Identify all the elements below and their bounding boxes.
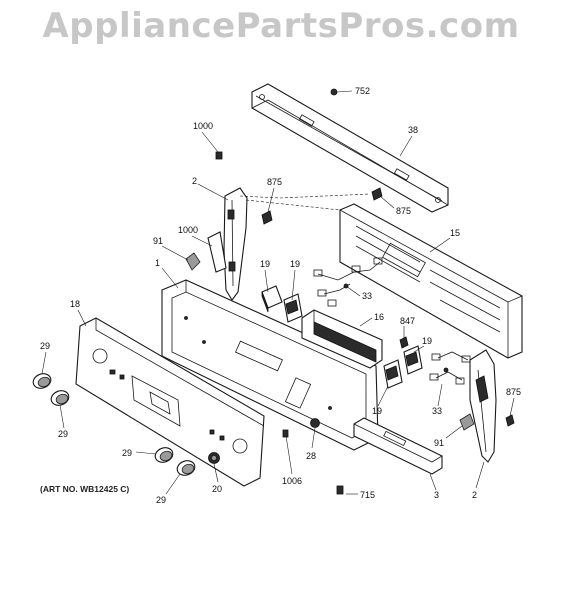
callout-1000-top: 1000 bbox=[193, 121, 213, 131]
part-2-right-endcap[interactable] bbox=[469, 349, 497, 463]
screw-875-a[interactable] bbox=[261, 210, 273, 225]
callout-18: 18 bbox=[70, 299, 80, 309]
part-16-display-board[interactable] bbox=[301, 309, 383, 369]
callout-875-a: 875 bbox=[267, 177, 282, 187]
callout-875-c: 875 bbox=[506, 387, 521, 397]
callout-19-a: 19 bbox=[260, 259, 270, 269]
harness-33-upper[interactable] bbox=[313, 257, 383, 307]
part-2-left-endcap[interactable] bbox=[223, 187, 248, 301]
callout-33-lower: 33 bbox=[432, 406, 442, 416]
leader-lines bbox=[41, 131, 515, 495]
callout-15: 15 bbox=[450, 228, 460, 238]
part-18-front-panel[interactable] bbox=[75, 317, 265, 487]
screw-752[interactable] bbox=[330, 88, 353, 96]
callout-715: 715 bbox=[360, 490, 375, 500]
callout-33-upper: 33 bbox=[362, 291, 372, 301]
part-38-top-trim[interactable] bbox=[251, 83, 449, 213]
relay-19-b[interactable] bbox=[283, 293, 303, 323]
callout-3: 3 bbox=[434, 490, 439, 500]
callout-91-right: 91 bbox=[434, 438, 444, 448]
callout-2-left: 2 bbox=[192, 176, 197, 186]
callout-875-b: 875 bbox=[396, 206, 411, 216]
callout-labels: 752 38 1000 2 875 875 15 1000 91 1 19 19… bbox=[40, 86, 521, 505]
callout-28: 28 bbox=[306, 451, 316, 461]
callout-1006: 1006 bbox=[282, 476, 302, 486]
knob-20-small[interactable] bbox=[208, 452, 220, 464]
art-number: (ART NO. WB12425 C) bbox=[40, 484, 130, 494]
callout-19-d: 19 bbox=[372, 406, 382, 416]
relay-19-c[interactable] bbox=[403, 345, 423, 375]
screw-1000-top[interactable] bbox=[215, 151, 223, 160]
callout-29-d: 29 bbox=[156, 495, 166, 505]
clip-91-left[interactable] bbox=[185, 252, 201, 271]
callout-19-b: 19 bbox=[290, 259, 300, 269]
callout-29-b: 29 bbox=[58, 429, 68, 439]
callout-19-c: 19 bbox=[422, 336, 432, 346]
callout-1000-mid: 1000 bbox=[178, 225, 198, 235]
screw-1006[interactable] bbox=[282, 429, 289, 438]
callout-29-c: 29 bbox=[122, 448, 132, 458]
harness-33-lower[interactable] bbox=[429, 351, 471, 385]
callout-20: 20 bbox=[212, 484, 222, 494]
relay-19-d[interactable] bbox=[383, 359, 403, 389]
callout-847: 847 bbox=[400, 316, 415, 326]
knob-28[interactable] bbox=[310, 418, 320, 428]
screw-875-c[interactable] bbox=[505, 414, 515, 427]
callout-2-right: 2 bbox=[472, 490, 477, 500]
part-3-bottom-trim[interactable] bbox=[353, 417, 443, 475]
callout-38: 38 bbox=[408, 125, 418, 135]
part-15-rear-panel[interactable] bbox=[339, 203, 523, 359]
knob-29-a[interactable] bbox=[31, 371, 53, 390]
callout-16: 16 bbox=[374, 312, 384, 322]
relay-19-a[interactable] bbox=[261, 285, 283, 313]
clip-91-right[interactable] bbox=[459, 413, 475, 431]
watermark: AppliancePartsPros.com bbox=[42, 6, 520, 46]
screw-875-b[interactable] bbox=[371, 187, 383, 201]
callout-1: 1 bbox=[155, 258, 160, 268]
knob-29-c[interactable] bbox=[153, 445, 175, 464]
knob-29-d[interactable] bbox=[175, 458, 197, 477]
knob-29-b[interactable] bbox=[49, 388, 71, 407]
screw-847[interactable] bbox=[399, 336, 409, 349]
callout-91-left: 91 bbox=[153, 236, 163, 246]
callout-29-a: 29 bbox=[40, 341, 50, 351]
bracket-1000[interactable] bbox=[207, 231, 227, 273]
callout-752: 752 bbox=[355, 86, 370, 96]
screw-715[interactable] bbox=[336, 485, 344, 495]
